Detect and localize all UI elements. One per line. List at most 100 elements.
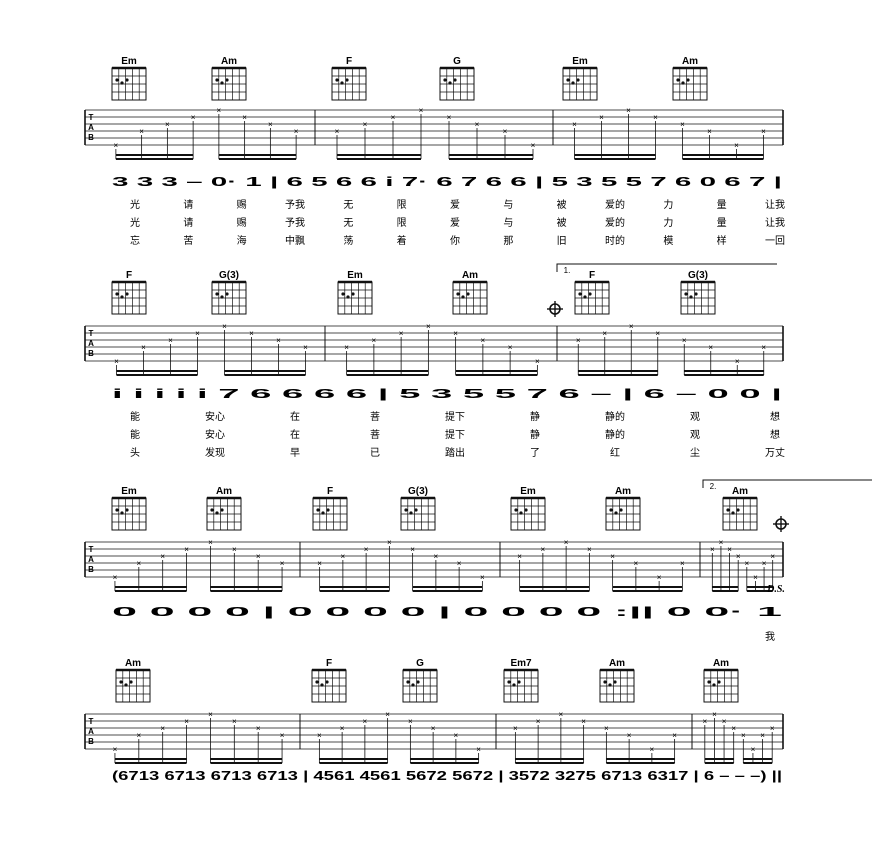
note-x: × — [294, 127, 299, 136]
chord-diagram-1-0: F — [111, 270, 147, 315]
note-x: × — [753, 573, 758, 582]
chord-name: G(3) — [408, 486, 428, 497]
chord-name: Am — [462, 270, 478, 281]
chord-name: Am — [125, 658, 141, 669]
lyric-word: 能 — [130, 428, 140, 441]
lyric-word: 荡 — [343, 235, 353, 247]
ds-marking: D.S. — [766, 584, 785, 595]
note-x: × — [457, 559, 462, 568]
note-x: × — [242, 113, 247, 122]
note-x: × — [559, 710, 564, 719]
lyric-word: 请 — [183, 216, 193, 229]
chord-name: G — [416, 658, 424, 669]
lyric-word: 想 — [770, 410, 780, 423]
chord-diagram-1-4: F — [574, 270, 610, 315]
chord-name: Am — [221, 56, 237, 67]
lyric-word: 限 — [397, 217, 407, 229]
lyric-word: 无 — [343, 200, 353, 211]
lyric-word: 提下 — [445, 429, 465, 441]
note-x: × — [610, 552, 615, 561]
lyric-word: 爱的 — [605, 216, 625, 229]
lyric-word: 让我 — [765, 217, 785, 229]
tab-staff-3: TAB×××××××××××××××××××××××××××××××× — [84, 710, 784, 764]
tab-letter: A — [88, 123, 94, 132]
note-x: × — [184, 717, 189, 726]
tab-letter: B — [88, 349, 94, 358]
lyric-word: 量 — [717, 217, 727, 229]
lyric-word: 与 — [503, 199, 513, 211]
note-x: × — [139, 127, 144, 136]
note-x: × — [113, 573, 118, 582]
lyric-word: 头 — [130, 447, 140, 459]
volta-bracket — [556, 263, 777, 272]
lyric-word: 了 — [530, 447, 540, 459]
note-x: × — [599, 113, 604, 122]
note-x: × — [604, 724, 609, 733]
note-x: × — [344, 343, 349, 352]
note-x: × — [727, 545, 732, 554]
lyric-word: 苦 — [183, 234, 193, 247]
chord-name: Am — [682, 56, 698, 67]
note-x: × — [722, 717, 727, 726]
note-x: × — [761, 127, 766, 136]
lyric-word: 提下 — [445, 411, 465, 423]
chord-name: F — [326, 658, 332, 669]
chord-diagram-3-1: F — [311, 658, 347, 703]
note-x: × — [760, 731, 765, 740]
chord-name: Em7 — [510, 658, 532, 669]
volta-label: 1. — [564, 266, 571, 275]
jianpu-notation-line: 0 0 0 0 | 0 0 0 0 | 0 0 0 0 :|| 0 0· 1 — [112, 604, 782, 619]
lyric-word: 在 — [290, 429, 300, 441]
lyric-word: 已 — [370, 448, 380, 459]
note-x: × — [572, 120, 577, 129]
tab-staff-2: TAB×××××××××××××××××××××××××××××××× — [84, 538, 784, 592]
lyric-word: 光 — [130, 198, 140, 211]
note-x: × — [410, 545, 415, 554]
note-x: × — [372, 336, 377, 345]
chord-diagram-0-0: Em — [111, 56, 147, 101]
note-x: × — [702, 717, 707, 726]
note-x: × — [513, 724, 518, 733]
note-x: × — [303, 343, 308, 352]
note-x: × — [744, 559, 749, 568]
chord-diagram-3-2: G — [402, 658, 438, 703]
lyric-word: 发现 — [205, 446, 225, 459]
lyric-word: 在 — [290, 411, 300, 423]
chord-name: Em — [572, 56, 588, 67]
tab-letter: B — [88, 565, 94, 574]
note-x: × — [712, 710, 717, 719]
note-x: × — [627, 731, 632, 740]
volta-bracket — [702, 479, 872, 488]
chord-name: F — [126, 270, 132, 281]
note-x: × — [535, 357, 540, 366]
tab-staff-1: TAB×××××××××××××××××××××××× — [84, 322, 784, 376]
chord-diagram-2-0: Em — [111, 486, 147, 531]
note-x: × — [680, 559, 685, 568]
chord-diagram-0-1: Am — [211, 56, 247, 101]
note-x: × — [576, 336, 581, 345]
note-x: × — [113, 745, 118, 754]
chord-name: Am — [732, 486, 748, 497]
note-x: × — [268, 120, 273, 129]
note-x: × — [602, 329, 607, 338]
note-x: × — [363, 717, 368, 726]
note-x: × — [719, 538, 724, 547]
note-x: × — [160, 552, 165, 561]
lyric-word: 爱的 — [605, 198, 625, 211]
tab-letter: A — [88, 727, 94, 736]
tab-letter: T — [89, 113, 94, 122]
chord-name: Em — [121, 486, 137, 497]
lyric-word: 菩 — [370, 411, 380, 423]
note-x: × — [256, 552, 261, 561]
lyric-word: 请 — [183, 198, 193, 211]
lyric-word: 让我 — [765, 199, 785, 211]
note-x: × — [341, 552, 346, 561]
lyric-word: 安心 — [205, 428, 225, 441]
note-x: × — [762, 559, 767, 568]
chord-diagram-2-2: F — [312, 486, 348, 531]
chord-diagram-0-2: F — [331, 56, 367, 101]
note-x: × — [363, 120, 368, 129]
chord-name: F — [346, 56, 352, 67]
volta-label: 2. — [710, 482, 717, 491]
lyric-word: 静 — [530, 410, 540, 423]
